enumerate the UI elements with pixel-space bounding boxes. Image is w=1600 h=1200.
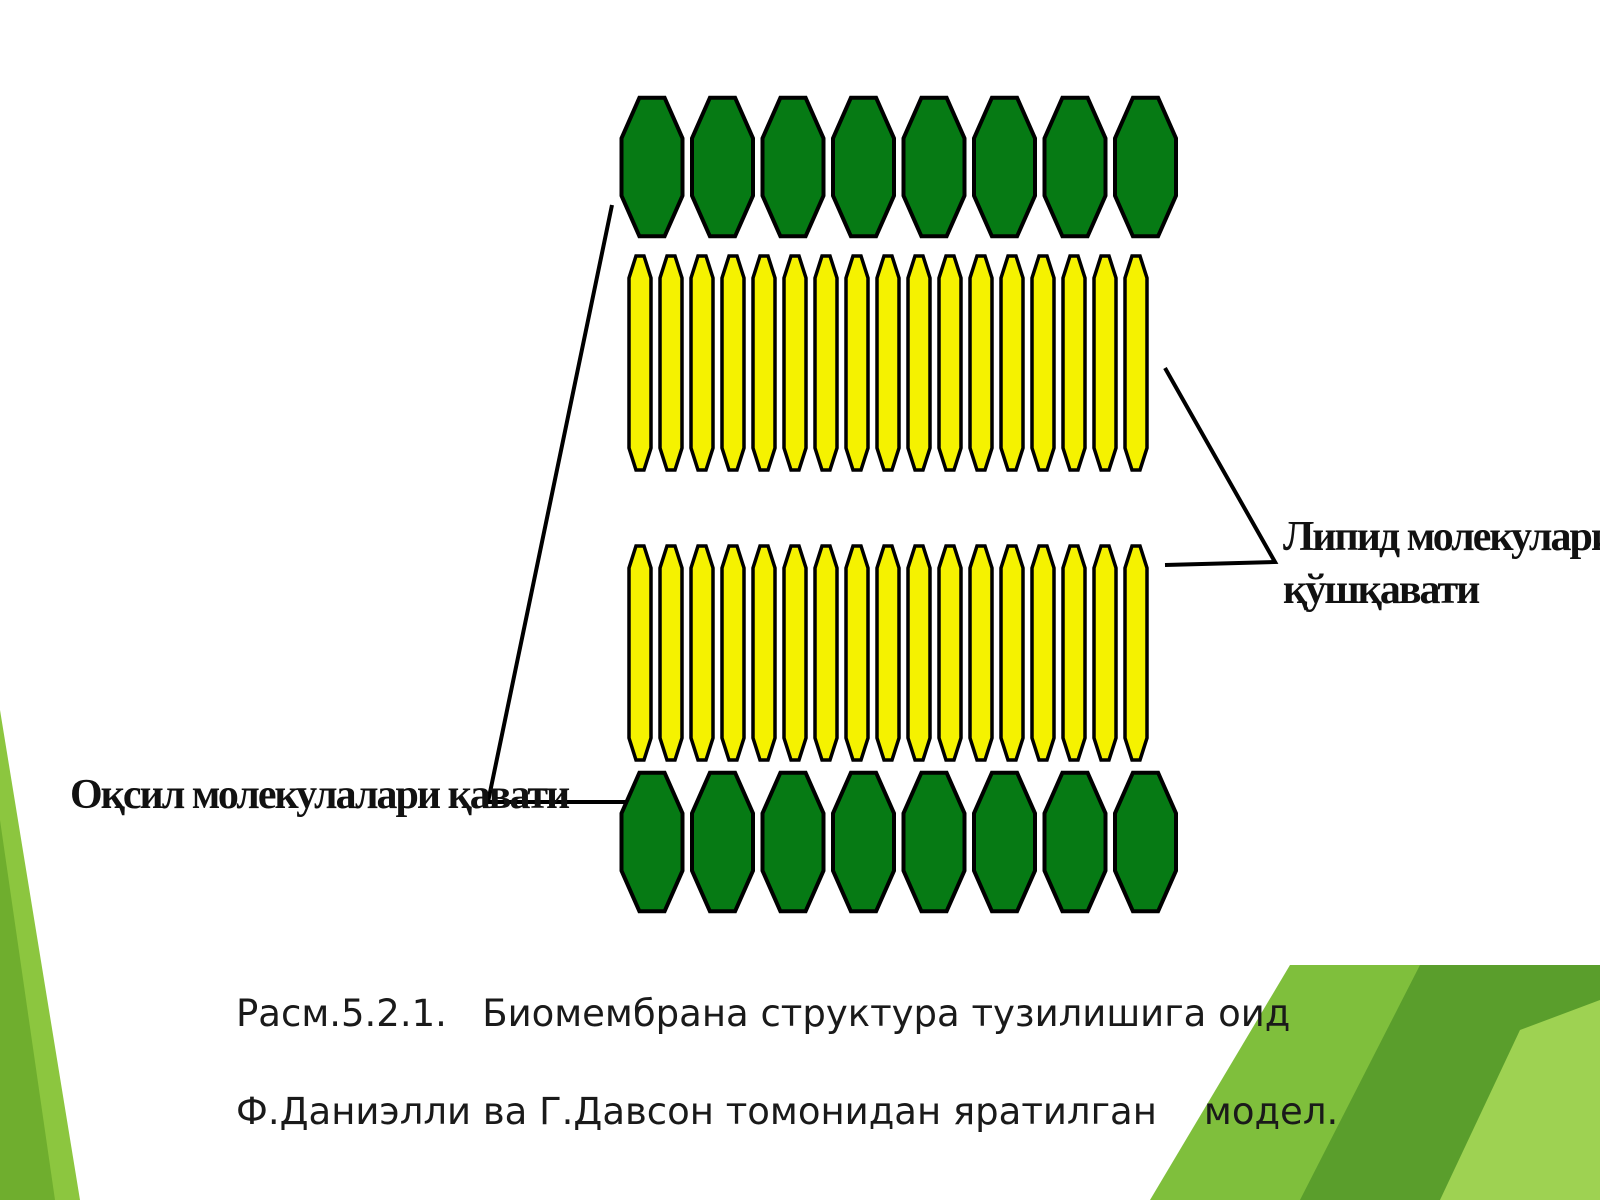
lipid-molecule <box>1123 544 1149 762</box>
protein-molecule <box>619 95 685 239</box>
lipid-molecule <box>999 544 1025 762</box>
lipid-molecule <box>1061 254 1087 472</box>
lipid-molecule <box>689 254 715 472</box>
lipid-molecule <box>1030 544 1056 762</box>
lipid-molecule <box>751 544 777 762</box>
lipid-molecule <box>906 544 932 762</box>
lipid-molecule <box>658 254 684 472</box>
bottom-right-light-shape <box>1440 1000 1600 1200</box>
lipid-molecule <box>813 544 839 762</box>
lipid-molecule <box>782 254 808 472</box>
lipid-molecule <box>968 544 994 762</box>
lipid-molecule <box>906 254 932 472</box>
protein-molecule <box>972 770 1037 914</box>
lipid-bilayer-label-line2: қўшқавати <box>1283 567 1480 613</box>
protein-pointer-line <box>485 204 628 804</box>
lipid-molecule <box>627 544 653 762</box>
lipid-molecule <box>937 254 963 472</box>
protein-layer-top <box>619 95 1178 239</box>
lipid-molecule <box>720 544 746 762</box>
lipid-layer-bottom <box>627 544 1149 762</box>
protein-molecule <box>901 95 967 239</box>
lipid-molecule <box>1123 254 1149 472</box>
lipid-molecule <box>1092 254 1118 472</box>
lipid-molecule <box>720 254 746 472</box>
protein-molecule <box>1042 770 1108 914</box>
lipid-molecule <box>937 544 963 762</box>
lipid-molecule <box>751 254 777 472</box>
lipid-molecule <box>689 544 715 762</box>
protein-molecule <box>690 95 755 239</box>
lipid-molecule <box>968 254 994 472</box>
figure-caption-line-2: Ф.Даниэлли ва Г.Давсон томонидан яратилг… <box>236 1090 1339 1133</box>
lipid-molecule <box>875 544 901 762</box>
protein-molecule <box>831 95 896 239</box>
left-green-shade <box>0 820 55 1200</box>
protein-molecule <box>760 770 826 914</box>
figure-caption-line-1: Расм.5.2.1. Биомембрана структура тузили… <box>236 992 1291 1035</box>
protein-molecule <box>1042 95 1108 239</box>
protein-molecule <box>831 770 896 914</box>
lipid-molecule <box>782 544 808 762</box>
lipid-molecule <box>844 544 870 762</box>
protein-molecule <box>972 95 1037 239</box>
protein-layer-bottom <box>619 770 1178 914</box>
protein-molecule <box>1113 770 1178 914</box>
lipid-molecule <box>1061 544 1087 762</box>
lipid-molecule <box>1092 544 1118 762</box>
lipid-molecule <box>658 544 684 762</box>
protein-molecule <box>690 770 755 914</box>
protein-molecule <box>760 95 826 239</box>
lipid-molecule <box>999 254 1025 472</box>
lipid-pointer-line <box>1163 367 1279 567</box>
lipid-molecule <box>627 254 653 472</box>
lipid-layer-top <box>627 254 1149 472</box>
protein-molecule <box>901 770 967 914</box>
lipid-molecule <box>813 254 839 472</box>
lipid-molecule <box>1030 254 1056 472</box>
lipid-molecule <box>844 254 870 472</box>
protein-molecule <box>619 770 685 914</box>
protein-layer-label: Оқсил молекулалари қавати <box>70 772 570 818</box>
protein-molecule <box>1113 95 1178 239</box>
lipid-molecule <box>875 254 901 472</box>
lipid-bilayer-label-line1: Липид молекулари <box>1283 514 1600 560</box>
